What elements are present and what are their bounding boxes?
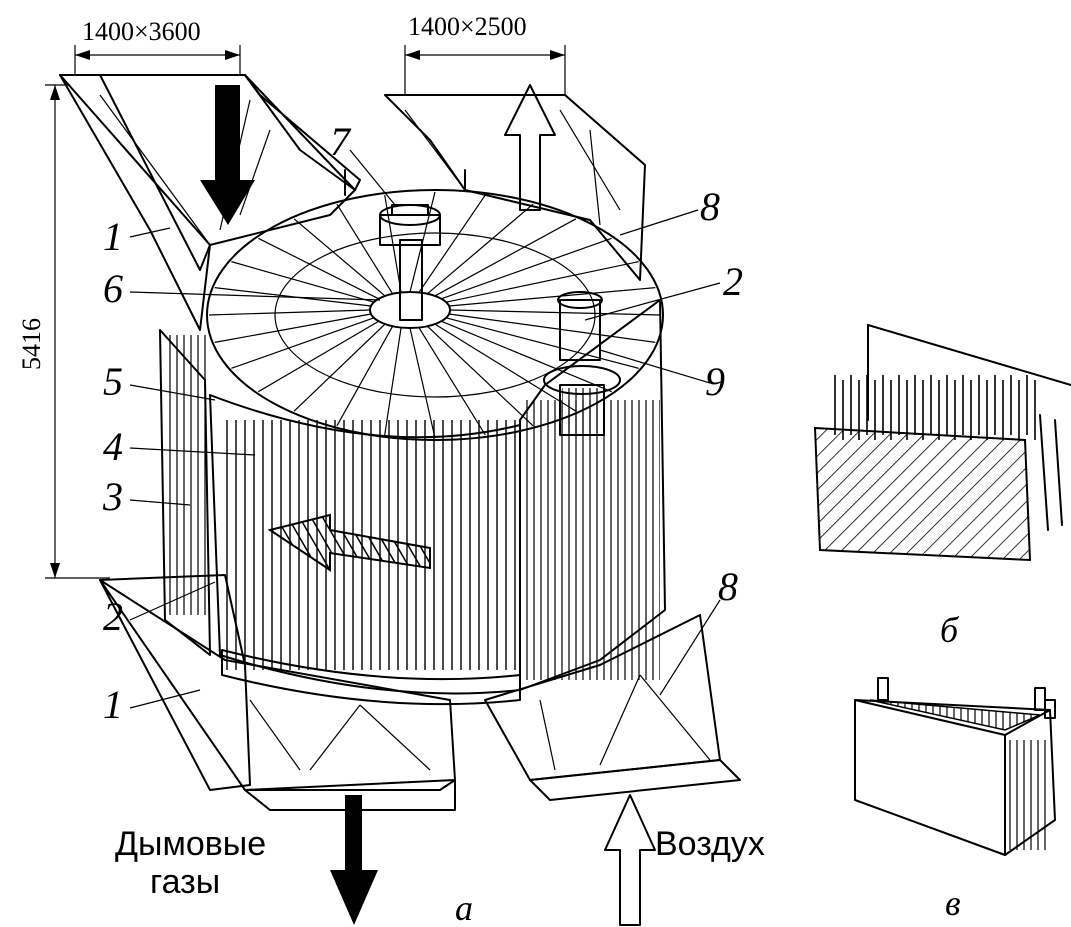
flue-gas-label-line1: Дымовые [115, 825, 266, 863]
packing-plate [1010, 375, 1020, 440]
rotor-spoke [258, 320, 380, 393]
peripheral-drive [543, 291, 621, 436]
air-inlet-arrow [604, 794, 656, 926]
dimension-inlet: 1400×3600 [82, 17, 201, 46]
flue-gas-outlet-arrow [330, 795, 378, 925]
subfigure-label-a: а [455, 888, 473, 927]
rotor-spoke [336, 325, 394, 427]
air-inlet-duct [484, 614, 741, 801]
callout-1-top: 1 [103, 214, 123, 259]
packing-plate [946, 375, 956, 440]
dimension-outlet: 1400×2500 [408, 12, 527, 41]
packing-plate [930, 375, 940, 440]
packing-plate [978, 375, 988, 440]
air-label: Воздух [655, 825, 765, 863]
rotor-spoke [445, 261, 639, 303]
rotor-spoke [231, 261, 375, 303]
rotor-spoke [231, 317, 375, 369]
rotor-spoke [258, 237, 379, 300]
rotor-spoke [409, 327, 436, 439]
callout-5: 5 [103, 359, 123, 404]
subfigure-label-b: б [940, 610, 960, 650]
rotor-spoke [434, 218, 577, 297]
packing-plate [898, 375, 908, 440]
rotor-spoke [449, 309, 662, 316]
rotor-spoke [426, 325, 534, 427]
rotor-spoke [384, 327, 402, 436]
rotor-spoke [293, 218, 386, 297]
rotor-spoke [426, 203, 534, 295]
rotor-spoke [448, 287, 656, 307]
rotor-spoke [441, 320, 612, 393]
flue-gas-label-line2: газы [150, 863, 220, 901]
air-outlet-duct [344, 94, 646, 281]
rotor-spoke [293, 323, 386, 412]
callout-1-bottom: 1 [103, 682, 123, 727]
rotor-spoke [214, 313, 372, 343]
callout-4: 4 [103, 424, 123, 469]
packing-detail [813, 324, 1071, 562]
basket-detail [854, 677, 1056, 856]
rotation-arrow [267, 513, 431, 572]
callout-9: 9 [705, 359, 725, 404]
packing-plate [866, 375, 876, 440]
dimension-height: 5416 [17, 318, 46, 370]
packing-plate [1026, 375, 1036, 440]
right-casing [519, 299, 666, 691]
callout-8-top: 8 [700, 184, 720, 229]
rotor-spoke [418, 327, 486, 436]
callout-2-bottom: 2 [103, 594, 123, 639]
rotor-spoke [434, 323, 577, 412]
packing-plate [914, 375, 924, 440]
callout-6: 6 [103, 266, 123, 311]
air-outlet-arrow [504, 84, 556, 211]
callout-leaders [129, 149, 721, 709]
dimension-lines [45, 45, 566, 579]
drive-motor [379, 204, 441, 321]
rotor-spoke [441, 237, 612, 300]
callout-2-top: 2 [723, 259, 743, 304]
rotor-spoke [448, 313, 656, 343]
flue-gas-inlet-arrow [200, 85, 255, 225]
rotor-spoke [384, 194, 402, 293]
rotor-spoke [336, 203, 394, 295]
rotor-spoke [445, 317, 639, 369]
packing-plate [994, 375, 1004, 440]
packing-plate [962, 375, 972, 440]
packing-plate [882, 375, 892, 440]
rotor-spoke [208, 309, 371, 316]
gas-outlet-duct [99, 574, 456, 811]
subfigure-label-c: в [945, 883, 961, 923]
callout-3: 3 [102, 474, 123, 519]
rotor-spoke [418, 194, 486, 293]
callout-8-bottom: 8 [718, 564, 738, 609]
callout-7: 7 [330, 119, 352, 164]
left-casing [159, 329, 211, 656]
